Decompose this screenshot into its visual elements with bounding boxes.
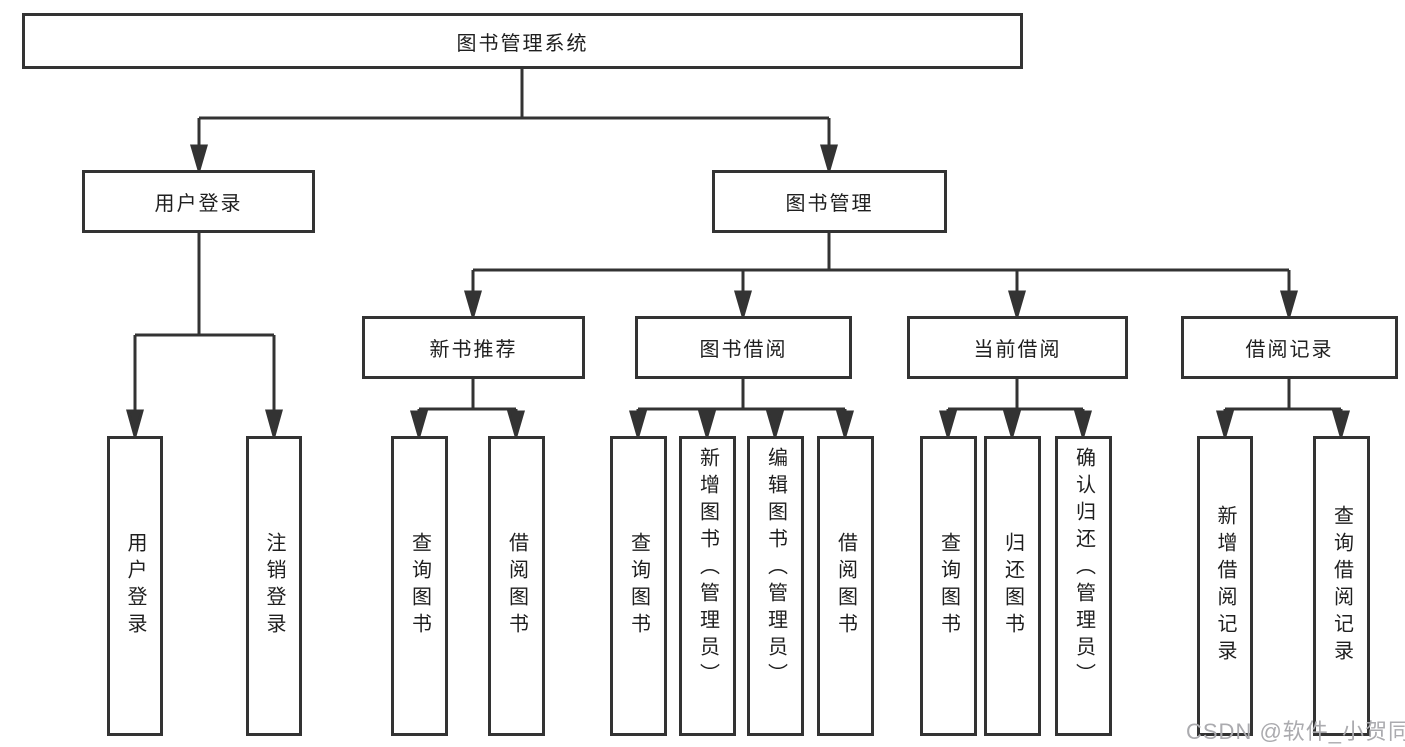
node-current-borrow: 当前借阅 — [907, 316, 1128, 379]
leaf-edit-book-admin: 编辑图书（管理员） — [747, 436, 804, 736]
arrowhead-icon — [939, 410, 957, 442]
node-label: 新书推荐 — [429, 339, 518, 361]
arrowhead-icon — [1280, 290, 1298, 322]
node-user-login: 用户登录 — [82, 170, 315, 233]
node-label: 查询图书 — [408, 532, 431, 640]
node-label: 编辑图书（管理员） — [764, 447, 787, 690]
arrowhead-icon — [410, 410, 428, 442]
node-label: 确认归还（管理员） — [1072, 447, 1095, 690]
arrowhead-icon — [820, 144, 838, 176]
connector-book-management-children — [464, 233, 1298, 322]
arrowhead-icon — [836, 410, 854, 442]
connector-user-login-children — [126, 233, 283, 442]
leaf-borrow-books: 借阅图书 — [488, 436, 545, 736]
node-borrow-records: 借阅记录 — [1181, 316, 1398, 379]
arrowhead-icon — [766, 410, 784, 442]
connector-borrow-records-children — [1216, 379, 1350, 442]
arrowhead-icon — [126, 409, 144, 442]
leaf-query-books: 查询图书 — [920, 436, 977, 736]
node-label: 当前借阅 — [973, 339, 1062, 361]
leaf-user-login: 用户登录 — [107, 436, 163, 736]
leaf-query-books: 查询图书 — [391, 436, 448, 736]
node-label: 用户登录 — [154, 193, 243, 215]
arrowhead-icon — [1216, 410, 1234, 442]
node-label: 查询图书 — [627, 532, 650, 640]
arrowhead-icon — [1074, 410, 1092, 442]
connector-current-borrow-children — [939, 379, 1092, 442]
node-book-management: 图书管理 — [712, 170, 947, 233]
connector-new-book-recommend-children — [410, 379, 525, 442]
arrowhead-icon — [629, 410, 647, 442]
node-label: 新增借阅记录 — [1214, 505, 1236, 667]
node-label: 用户登录 — [124, 532, 146, 640]
arrowhead-icon — [1332, 410, 1350, 442]
node-label: 借阅图书 — [834, 532, 857, 640]
node-label: 查询图书 — [937, 532, 960, 640]
connector-book-borrow-children — [629, 379, 854, 442]
leaf-add-book-admin: 新增图书（管理员） — [679, 436, 736, 736]
node-label: 借阅记录 — [1245, 339, 1334, 361]
node-label: 新增图书（管理员） — [696, 447, 719, 690]
arrowhead-icon — [190, 144, 208, 176]
node-library-management-system: 图书管理系统 — [22, 13, 1023, 69]
arrowhead-icon — [1008, 290, 1026, 322]
leaf-borrow-books: 借阅图书 — [817, 436, 874, 736]
node-new-book-recommend: 新书推荐 — [362, 316, 585, 379]
node-label: 归还图书 — [1001, 532, 1024, 640]
leaf-confirm-return-admin: 确认归还（管理员） — [1055, 436, 1112, 736]
node-label: 查询借阅记录 — [1330, 505, 1353, 667]
leaf-query-books: 查询图书 — [610, 436, 667, 736]
leaf-query-borrow-record: 查询借阅记录 — [1313, 436, 1370, 736]
node-label: 图书管理 — [785, 193, 874, 215]
leaf-add-borrow-record: 新增借阅记录 — [1197, 436, 1253, 736]
node-label: 注销登录 — [263, 532, 285, 640]
leaf-return-book: 归还图书 — [984, 436, 1041, 736]
leaf-logout: 注销登录 — [246, 436, 302, 736]
arrowhead-icon — [507, 410, 525, 442]
node-label: 图书管理系统 — [456, 32, 589, 55]
node-book-borrow: 图书借阅 — [635, 316, 852, 379]
arrowhead-icon — [265, 409, 283, 442]
node-label: 图书借阅 — [699, 339, 788, 361]
arrowhead-icon — [1003, 410, 1021, 442]
connector-root-to-level2 — [190, 68, 838, 176]
arrowhead-icon — [734, 290, 752, 322]
arrowhead-icon — [464, 290, 482, 322]
node-label: 借阅图书 — [505, 532, 528, 640]
arrowhead-icon — [698, 410, 716, 442]
csdn-watermark: CSDN @软件_小贺同学 — [1186, 719, 1405, 744]
